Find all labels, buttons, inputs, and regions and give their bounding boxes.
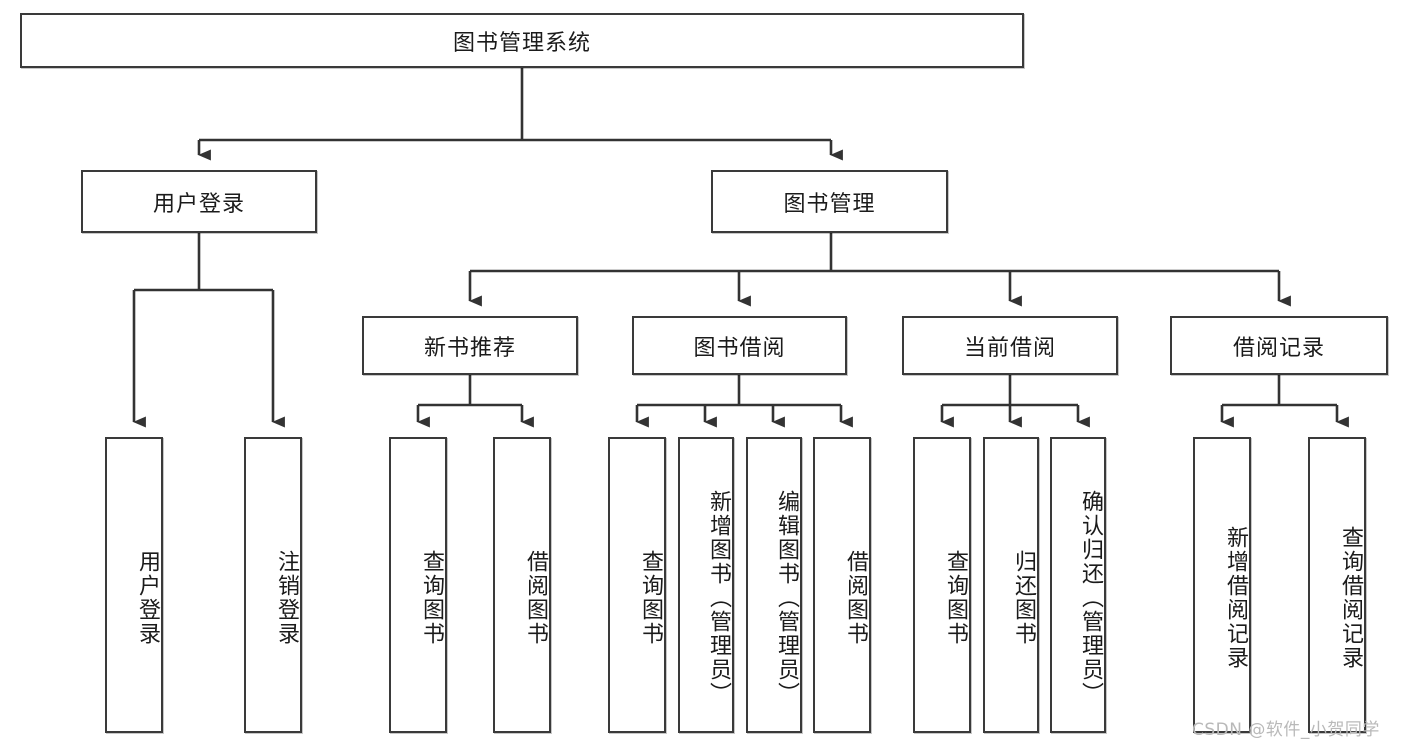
node-new-book-recommend[interactable]: 新书推荐 [362, 316, 578, 375]
node-label: 新增借阅记录 [1223, 526, 1248, 670]
node-label: 查询图书 [943, 550, 968, 646]
leaf-add-borrow-record[interactable]: 新增借阅记录 [1193, 437, 1251, 733]
node-label: 借阅记录 [1232, 335, 1325, 361]
leaf-borrow-book[interactable]: 借阅图书 [813, 437, 871, 733]
leaf-user-login[interactable]: 用户登录 [105, 437, 163, 733]
node-label: 查询借阅记录 [1338, 526, 1363, 670]
node-user-login[interactable]: 用户登录 [81, 170, 317, 233]
node-book-manage[interactable]: 图书管理 [711, 170, 948, 233]
node-book-borrow[interactable]: 图书借阅 [632, 316, 847, 375]
leaf-add-book-admin[interactable]: 新增图书（管理员） [678, 437, 734, 733]
node-label: 用户登录 [135, 550, 160, 646]
node-label: 编辑图书（管理员） [774, 490, 799, 706]
leaf-query-book-current[interactable]: 查询图书 [913, 437, 971, 733]
node-label: 注销登录 [274, 550, 299, 646]
leaf-borrow-book-recommend[interactable]: 借阅图书 [493, 437, 551, 733]
leaf-confirm-return-admin[interactable]: 确认归还（管理员） [1050, 437, 1106, 733]
node-label: 借阅图书 [843, 550, 868, 646]
node-label: 图书管理 [783, 191, 876, 217]
node-label: 借阅图书 [523, 550, 548, 646]
leaf-query-borrow-record[interactable]: 查询借阅记录 [1308, 437, 1366, 733]
csdn-watermark: CSDN @软件_小贺同学 [1192, 720, 1380, 740]
node-label: 新书推荐 [423, 335, 516, 361]
node-label: 新增图书（管理员） [706, 490, 731, 706]
node-label: 查询图书 [638, 550, 663, 646]
leaf-query-book-borrow[interactable]: 查询图书 [608, 437, 666, 733]
node-label: 当前借阅 [963, 335, 1056, 361]
node-label: 确认归还（管理员） [1078, 490, 1103, 706]
node-root-book-management-system[interactable]: 图书管理系统 [20, 13, 1024, 68]
node-label: 归还图书 [1011, 550, 1036, 646]
node-label: 用户登录 [152, 191, 245, 217]
leaf-query-book-recommend[interactable]: 查询图书 [389, 437, 447, 733]
leaf-return-book[interactable]: 归还图书 [983, 437, 1039, 733]
node-label: 图书管理系统 [452, 30, 591, 56]
node-label: 查询图书 [419, 550, 444, 646]
node-current-borrow[interactable]: 当前借阅 [902, 316, 1118, 375]
leaf-edit-book-admin[interactable]: 编辑图书（管理员） [746, 437, 802, 733]
node-borrow-record[interactable]: 借阅记录 [1170, 316, 1388, 375]
node-label: 图书借阅 [693, 335, 786, 361]
leaf-logout-login[interactable]: 注销登录 [244, 437, 302, 733]
